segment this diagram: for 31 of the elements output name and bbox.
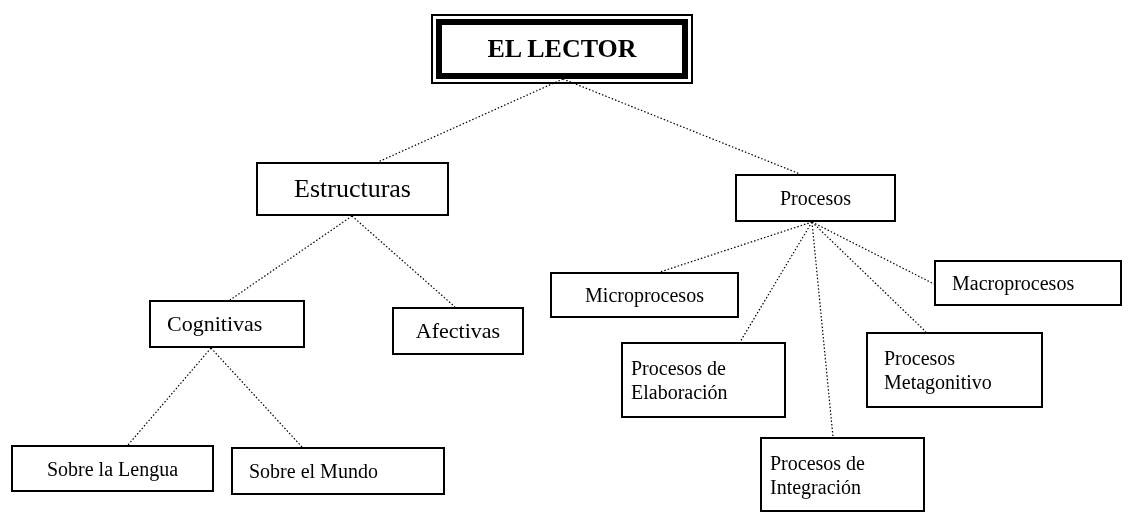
dotted-connector (811, 221, 834, 438)
box-label: Afectivas (415, 317, 501, 345)
concept-box (392, 307, 524, 355)
box-label: Procesos de Integración (770, 450, 866, 499)
box-label: Procesos Metagonitivo (884, 346, 993, 394)
concept-box (760, 437, 925, 512)
concept-box (934, 260, 1122, 306)
box-label: Sobre el Mundo (249, 459, 378, 483)
dotted-connector (127, 347, 212, 446)
box-label: Procesos (779, 186, 852, 210)
box-label: Macroprocesos (952, 271, 1075, 295)
dotted-connector (811, 221, 935, 285)
concept-box (735, 174, 896, 222)
box-label: Cognitivas (167, 310, 263, 338)
box-label: EL LECTOR (487, 33, 637, 65)
dotted-connector (210, 347, 303, 448)
dotted-connector (811, 221, 927, 333)
box-label: Procesos de Elaboración (631, 356, 729, 404)
concept-box (550, 272, 739, 318)
concept-box (256, 162, 449, 216)
concept-box (621, 342, 786, 418)
concept-box (231, 447, 445, 495)
concept-box (149, 300, 305, 348)
dotted-connector (377, 78, 564, 163)
concept-box (866, 332, 1043, 408)
box-label: Sobre la Lengua (46, 456, 179, 481)
box-label: Estructuras (294, 173, 411, 205)
box-label: Microprocesos (585, 283, 704, 307)
concept-box (11, 445, 214, 492)
dotted-connector (229, 215, 353, 301)
dotted-connector (351, 215, 456, 308)
